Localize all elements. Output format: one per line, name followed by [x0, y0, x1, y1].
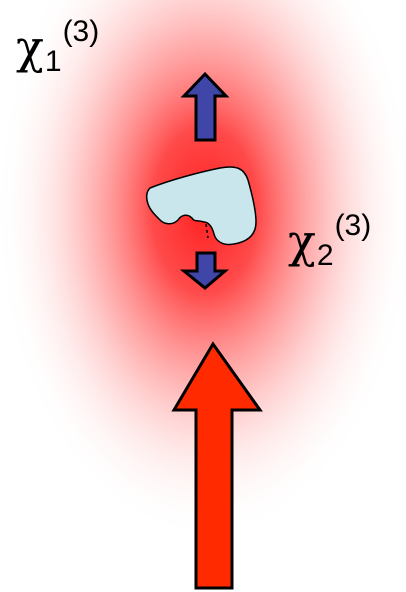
chi2-superscript: (3) [334, 209, 372, 242]
molecule-shape [145, 166, 257, 246]
molecule-dashed-line [205, 223, 209, 239]
down-signal-arrow [179, 251, 230, 290]
chi2-symbol: χ [288, 214, 316, 268]
up-signal-arrow [180, 71, 230, 142]
chi2-label: χ2(3) [288, 211, 371, 271]
chi1-symbol: χ [16, 20, 44, 74]
incident-beam-arrow [171, 341, 263, 590]
chi1-label: χ1(3) [16, 17, 99, 77]
chi1-superscript: (3) [62, 15, 100, 48]
chi2-subscript: 2 [316, 239, 334, 272]
chi1-subscript: 1 [44, 45, 62, 78]
